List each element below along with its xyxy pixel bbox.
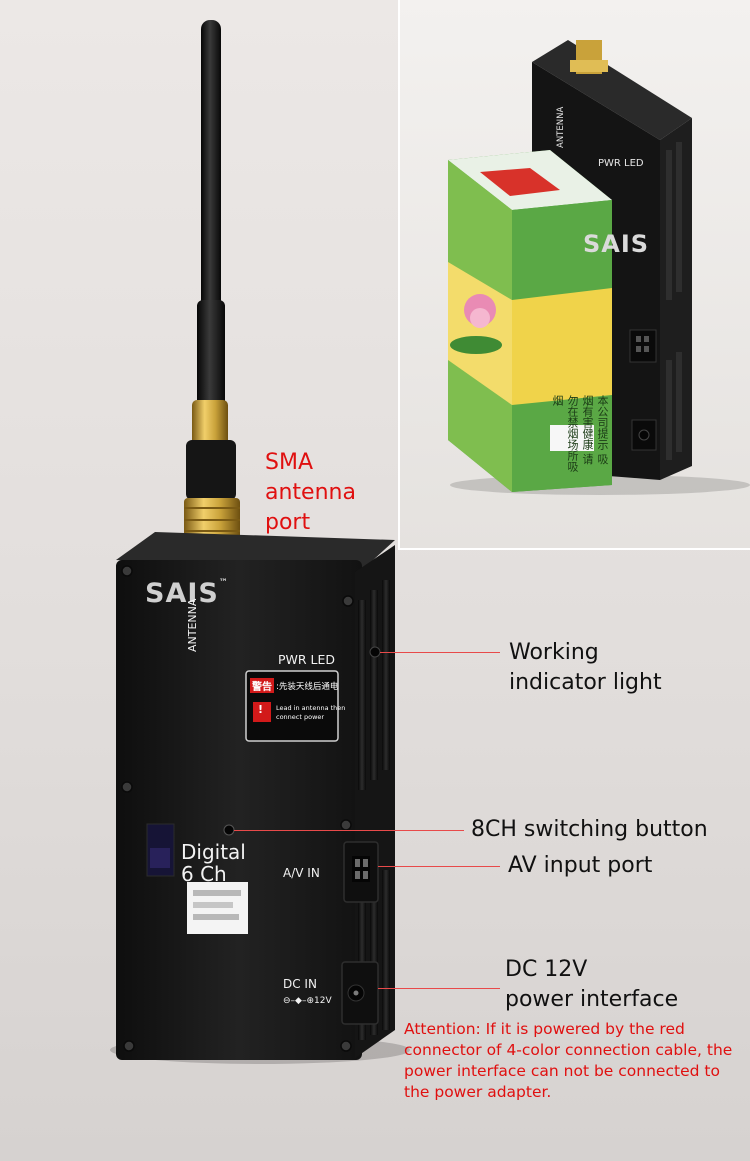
brand-logo: SAIS™ xyxy=(145,578,229,609)
warning-en: Lead in antenna then connect power xyxy=(276,704,346,721)
dc-in-label: DC IN xyxy=(283,977,317,991)
device-body xyxy=(116,560,362,1060)
heat-fins xyxy=(358,580,390,1040)
indicator-callout: Working indicator light xyxy=(509,640,662,695)
antenna-label: ANTENNA xyxy=(186,598,199,652)
pwr-led-label: PWR LED xyxy=(278,652,336,667)
warning-icon: ! xyxy=(258,703,264,716)
inset-photo xyxy=(448,40,750,495)
dc-callout: DC 12V power interface xyxy=(505,957,679,1012)
dc-leader-line xyxy=(378,988,500,989)
sma-callout: SMA antenna port xyxy=(265,450,356,535)
switch-button-hole xyxy=(223,824,235,836)
warning-cn: :先装天线后通电 xyxy=(276,682,339,692)
warning-title: 警告 xyxy=(252,682,272,693)
size-comparison-inset: ANTENNA PWR LED SAIS 本公司提示 吸烟有害健康 请勿在禁烟场… xyxy=(398,0,750,550)
digital-label: Digital 6 Ch xyxy=(181,840,246,886)
av-in-label: A/V IN xyxy=(283,866,320,880)
inset-antenna-label: ANTENNA xyxy=(556,106,566,148)
av-leader-line xyxy=(378,866,500,867)
inset-brand-watermark: SAIS xyxy=(583,230,650,258)
av-port-callout: AV input port xyxy=(508,853,653,878)
switch-button-callout: 8CH switching button xyxy=(471,817,708,842)
indicator-leader-line xyxy=(380,652,500,653)
switch-leader-line xyxy=(234,830,464,831)
inset-pwr-led-label: PWR LED xyxy=(598,158,644,169)
attention-note: Attention: If it is powered by the red c… xyxy=(404,1020,733,1101)
inset-pack-text: 本公司提示 吸烟有害健康 请勿在禁烟场所吸烟 xyxy=(551,395,609,472)
dc-voltage-label: ⊖–◆–⊕12V xyxy=(283,996,332,1006)
